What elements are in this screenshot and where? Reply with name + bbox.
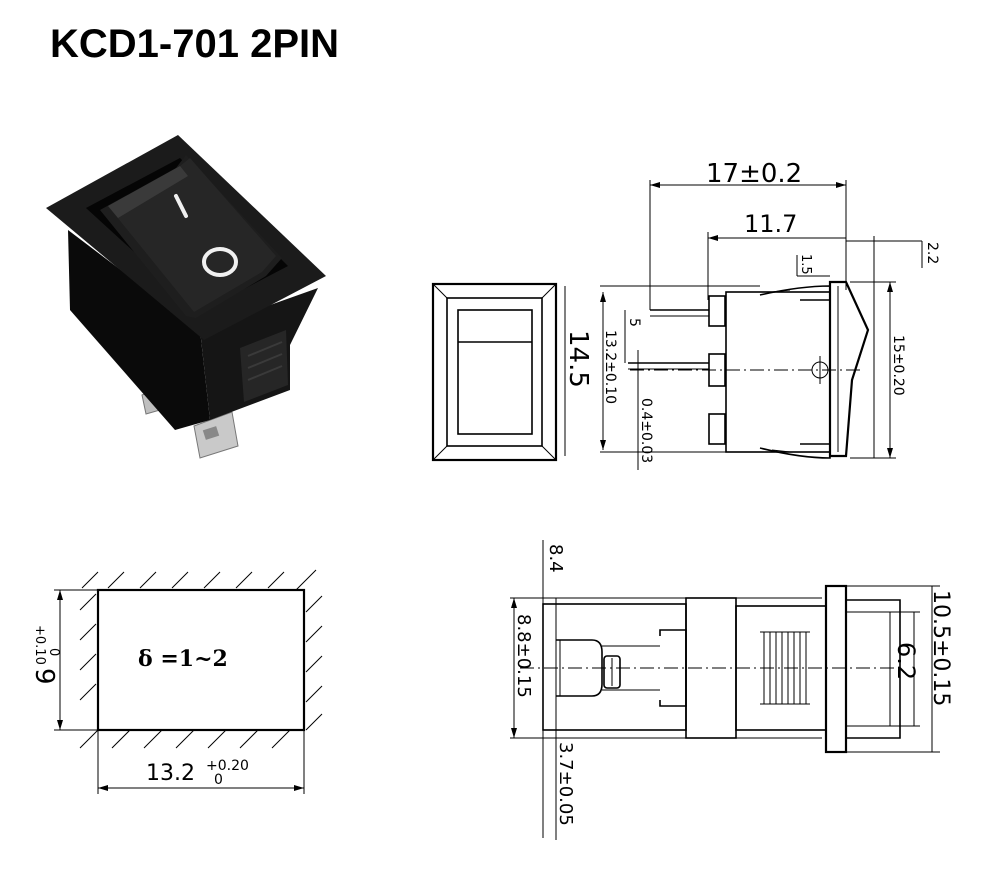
- dim-body-length: 11.7: [744, 210, 797, 238]
- cutout-dim-width-tol-upper: +0.20: [206, 758, 249, 774]
- dim-body-height: 13.2±0.10: [602, 330, 618, 404]
- page-title: KCD1-701 2PIN: [50, 22, 340, 66]
- panel-hatching: [79, 569, 323, 749]
- switch-photo: [46, 135, 326, 459]
- dim-total-height: 15±0.20: [890, 335, 906, 396]
- dim-pin-width: 3.7±0.05: [555, 742, 576, 826]
- dim-pin-thickness: 0.4±0.03: [638, 398, 654, 463]
- dim-pin-offset: 5: [626, 318, 642, 327]
- dim-overall-length: 17±0.2: [706, 159, 802, 189]
- rocker-on-mark-icon: [174, 194, 188, 218]
- top-view: 8.4 8.8±0.15 3.7±0.05 6.2 10.5±0.15: [510, 540, 953, 840]
- dim-rocker-width: 6.2: [892, 642, 920, 680]
- dim-gap: 1.5: [798, 254, 813, 275]
- photo-housing-left: [68, 230, 210, 430]
- cutout-dim-height: 9: [29, 668, 59, 685]
- rocker-off-mark-icon: [202, 247, 238, 277]
- dim-body-width: 8.8±0.15: [513, 614, 534, 698]
- side-view: 17±0.2 11.7 2.2 1.5 5 13.2±0.10 14.5 0.4…: [563, 159, 940, 470]
- dim-front-offset: 8.4: [545, 544, 566, 573]
- cutout-dim-height-tol-upper: +0.10: [32, 625, 47, 665]
- cutout-dim-width-tol-lower: 0: [214, 772, 223, 788]
- dim-flange-width: 10.5±0.15: [928, 590, 953, 706]
- cutout-dim-width: 13.2: [146, 761, 195, 786]
- cutout-dim-height-tol-lower: 0: [46, 648, 61, 656]
- front-view: [431, 282, 558, 462]
- dim-front-height: 14.5: [563, 330, 593, 388]
- dim-flange: 2.2: [924, 242, 940, 264]
- panel-thickness-label: δ =1~2: [138, 646, 228, 672]
- panel-cutout: 9 +0.10 0 13.2 +0.20 0 δ =1~2: [29, 569, 323, 794]
